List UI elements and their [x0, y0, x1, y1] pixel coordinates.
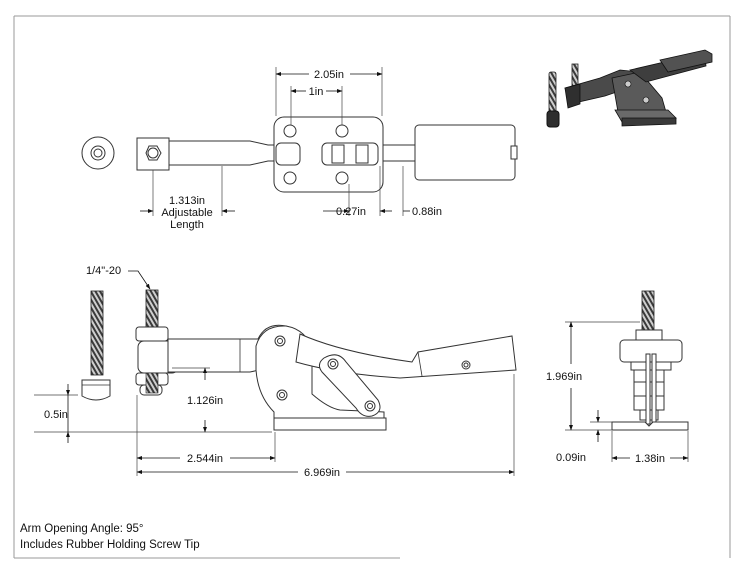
thread-spec-label: 1/4"-20	[86, 265, 121, 277]
dim-base-width: 1.38in	[635, 453, 665, 465]
dim-adjustable-length-line3: Length	[170, 219, 204, 231]
end-view-screw-thread	[641, 290, 655, 332]
dim-spindle-height: 1.126in	[187, 395, 223, 407]
linkage-side	[318, 354, 381, 417]
side-extension-lines	[34, 367, 515, 476]
tip-top-view	[81, 136, 115, 170]
dim-spindle-reach: 2.544in	[187, 453, 223, 465]
drawing-notes: Arm Opening Angle: 95° Includes Rubber H…	[20, 521, 200, 553]
dim-tip-height: 0.5in	[44, 409, 68, 421]
top-dimension-lines	[140, 72, 410, 213]
base-plate-side	[273, 417, 387, 431]
dim-overall-width: 2.05in	[314, 69, 344, 81]
dim-offset-a: 0.27in	[336, 206, 366, 218]
note-rubber-tip: Includes Rubber Holding Screw Tip	[20, 539, 200, 551]
end-view-body	[611, 329, 689, 431]
end-dimension-lines	[569, 321, 689, 460]
dim-end-height: 1.969in	[546, 371, 582, 383]
side-view: 1/4"-20 0.5in 1.126in 2.544in 6.969in	[34, 265, 517, 479]
base-plate-top	[273, 116, 384, 193]
note-arm-opening-angle: Arm Opening Angle: 95°	[20, 523, 144, 535]
spindle-block-top	[136, 137, 170, 171]
rubber-tip-side	[81, 379, 111, 401]
dim-adjustable-length-line2: Adjustable	[161, 207, 212, 219]
pivot-pins	[274, 335, 471, 412]
handle-pad-top	[414, 124, 518, 181]
dim-hole-spacing: 1in	[309, 86, 324, 98]
thread-leader	[128, 270, 151, 290]
dim-offset-b: 0.88in	[412, 206, 442, 218]
end-view: 1.969in 0.09in 1.38in	[546, 290, 689, 465]
side-dimension-lines	[66, 367, 515, 474]
top-view: 2.05in 1in 1.313in Adjustable Length 0.2…	[81, 67, 518, 231]
clamp-body-side	[255, 325, 385, 427]
loose-screw-thread	[90, 290, 104, 376]
dim-overall-length: 6.969in	[304, 467, 340, 479]
drawing-frame	[13, 15, 731, 559]
isometric-render	[546, 49, 713, 128]
dim-adjustable-length: 1.313in	[169, 195, 205, 207]
dim-base-thickness: 0.09in	[556, 452, 586, 464]
